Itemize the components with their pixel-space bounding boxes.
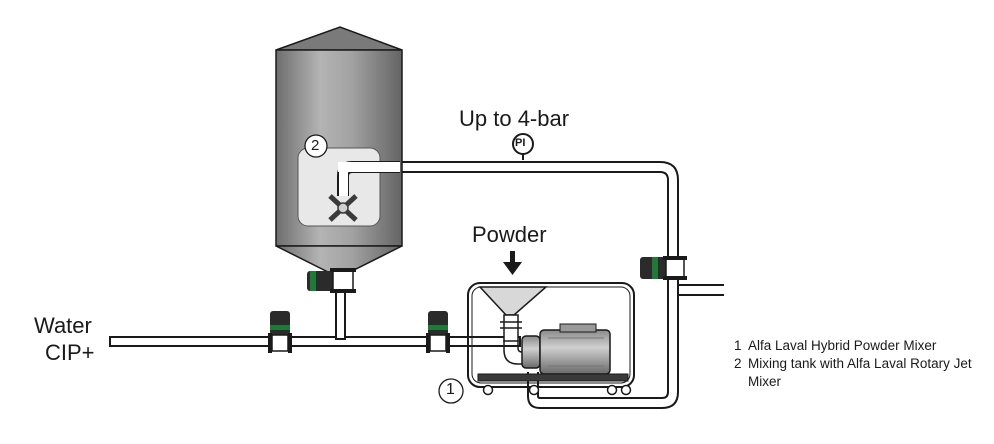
supply-pipe (109, 336, 521, 347)
inlet-label-water: Water (34, 313, 92, 338)
pressure-indicator-label: PI (515, 137, 526, 149)
powder-mixer-skid (467, 282, 635, 396)
tank-marker (304, 134, 328, 158)
valve-tank-bottom (307, 268, 356, 293)
legend-item-number: 2 (734, 356, 742, 371)
mixing-tank (275, 26, 403, 273)
tank-marker-label: 2 (311, 137, 320, 154)
valve-supply-left (268, 311, 292, 353)
rotary-jet-mixer-icon (328, 194, 358, 222)
inlet-label-cip: CIP+ (45, 340, 95, 365)
valve-return-loop (640, 256, 687, 280)
legend-item-text: Alfa Laval Hybrid Powder Mixer (748, 338, 937, 353)
powder-label: Powder (472, 222, 547, 247)
return-loop-pipe (400, 161, 724, 409)
valve-supply-right (426, 311, 450, 353)
mixer-marker (438, 378, 464, 404)
legend-item: 2 Mixing tank with Alfa Laval Rotary Jet… (734, 355, 978, 391)
legend-item-number: 1 (734, 338, 742, 353)
powder-arrow-icon (503, 251, 522, 275)
legend-item: 1 Alfa Laval Hybrid Powder Mixer (734, 337, 978, 355)
pressure-indicator-icon (512, 133, 534, 160)
legend-item-text: Mixing tank with Alfa Laval Rotary Jet M… (748, 356, 972, 389)
mixer-marker-label: 1 (446, 381, 455, 398)
pressure-label: Up to 4-bar (459, 106, 570, 131)
legend: 1 Alfa Laval Hybrid Powder Mixer 2 Mixin… (734, 337, 978, 391)
tank-feed-pipe (335, 284, 346, 340)
